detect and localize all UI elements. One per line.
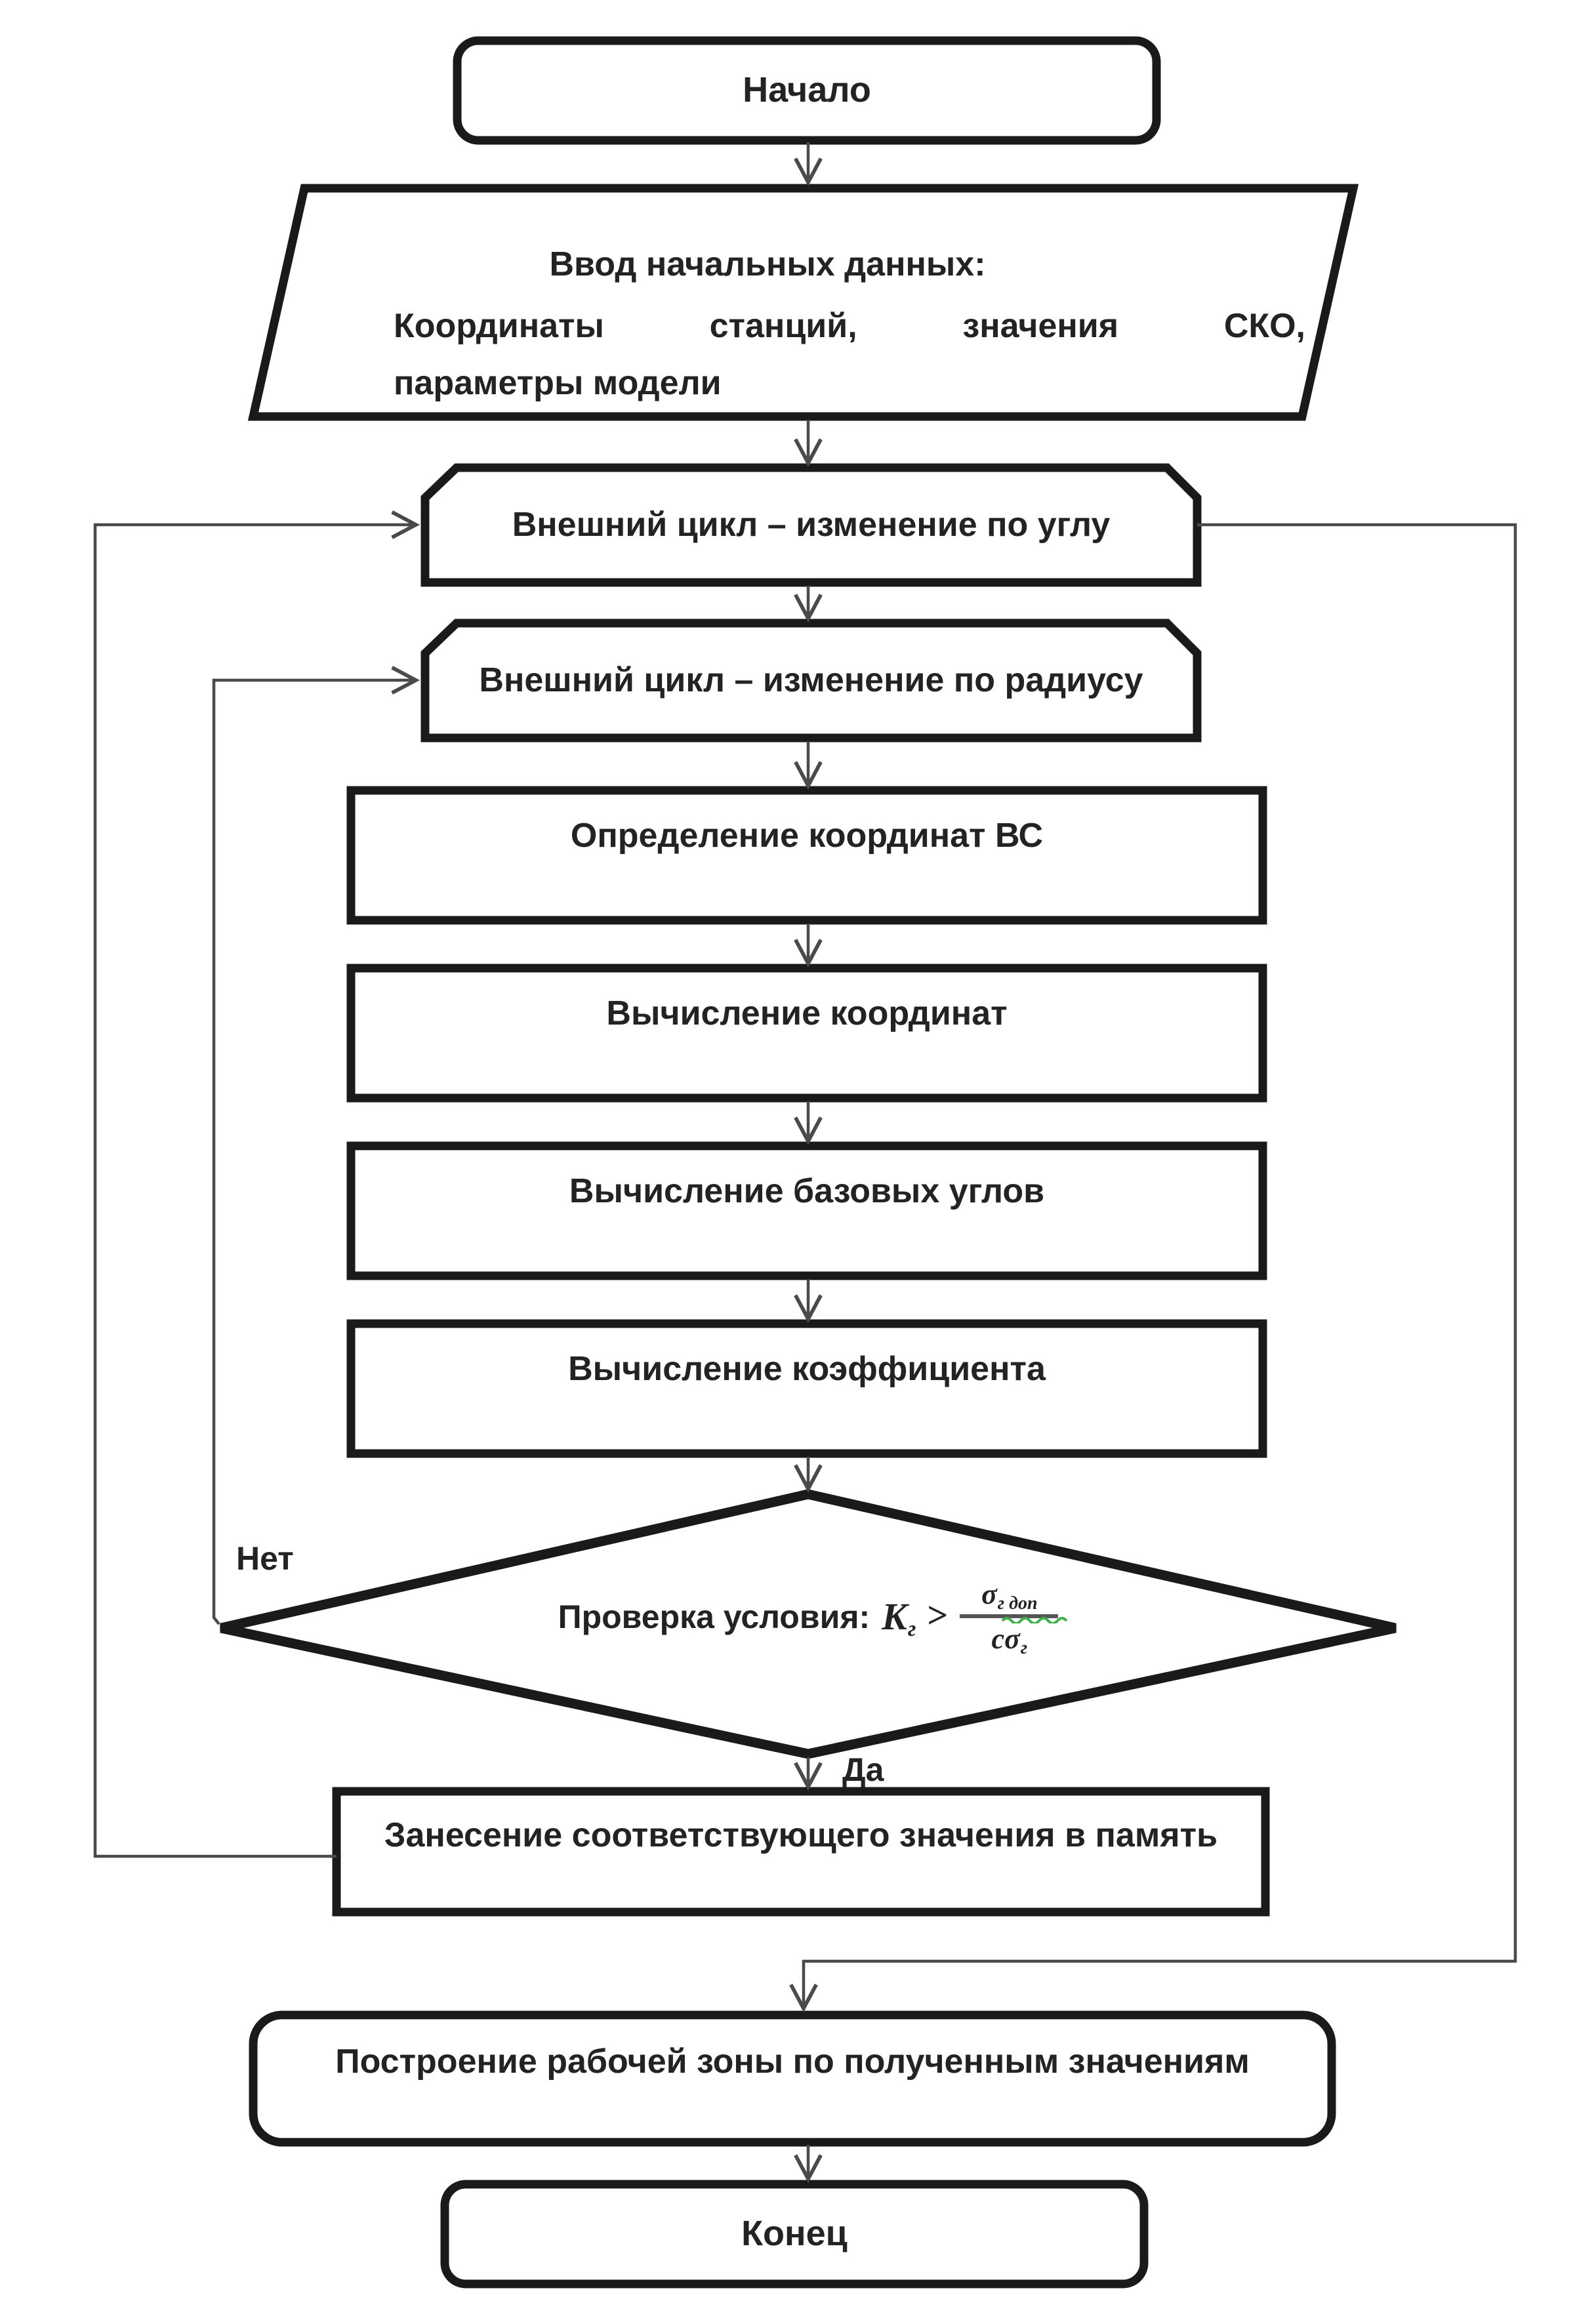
decision-diamond-shape: [220, 1489, 1397, 1759]
calc-base-angles-label: Вычисление базовых углов: [569, 1172, 1045, 1210]
input-line2: Координаты станций, значения СКО,: [394, 306, 1305, 347]
calc-base-angles-shape: [346, 1141, 1267, 1280]
edge-store-feedback-to-loop-angle: [93, 510, 420, 1858]
build-zone-label: Построение рабочей зоны по полученным зн…: [335, 2043, 1250, 2081]
define-coords-label: Определение координат ВС: [570, 817, 1044, 855]
input-line3: параметры модели: [394, 364, 722, 402]
store-label: Занесение соответствующего значения в па…: [384, 1816, 1218, 1854]
decision-variable: Kг: [882, 1595, 916, 1641]
input-line2-word3: значения: [962, 307, 1119, 345]
fraction-numerator: σг доп: [981, 1578, 1038, 1614]
start-terminator-shape: [453, 36, 1161, 145]
loop-radius-shape: [420, 619, 1202, 743]
squiggle-underline-icon: [1001, 1617, 1068, 1623]
calc-coords-shape: [346, 964, 1267, 1103]
calc-coefficient-label: Вычисление коэффициента: [568, 1350, 1046, 1388]
loop-radius-label: Внешний цикл – изменение по радиусу: [479, 661, 1143, 699]
decision-prefix: Проверка условия:: [558, 1598, 870, 1635]
start-label: Начало: [743, 70, 871, 110]
edge-loop-angle-to-build-zone: [789, 523, 1517, 2013]
end-label: Конец: [741, 2214, 848, 2254]
input-line2-word2: станций,: [709, 307, 857, 345]
define-coords-shape: [346, 786, 1267, 925]
store-shape: [332, 1787, 1270, 1917]
end-terminator-shape: [440, 2180, 1149, 2289]
fraction-denominator: cσг: [989, 1617, 1068, 1658]
branch-no-label: Нет: [236, 1540, 294, 1577]
input-line2-word4: СКО,: [1223, 307, 1305, 345]
build-zone-shape: [249, 2010, 1336, 2147]
edge-decision-no-to-loop-radius: [212, 666, 420, 1625]
fraction-bar: [960, 1614, 1059, 1618]
input-line2-word1: Координаты: [394, 307, 604, 345]
calc-coefficient-shape: [346, 1319, 1267, 1458]
decision-operator: >: [927, 1595, 949, 1636]
calc-coords-label: Вычисление координат: [606, 994, 1008, 1032]
loop-angle-shape: [420, 463, 1202, 587]
branch-yes-label: Да: [842, 1751, 884, 1788]
loop-angle-label: Внешний цикл – изменение по углу: [512, 505, 1111, 544]
decision-fraction: σг доп cσг: [960, 1578, 1068, 1658]
decision-label: Проверка условия: Kг > σг доп cσг: [282, 1543, 1334, 1691]
input-parallelogram-shape: [247, 184, 1359, 421]
input-line1: Ввод начальных данных:: [549, 245, 986, 283]
